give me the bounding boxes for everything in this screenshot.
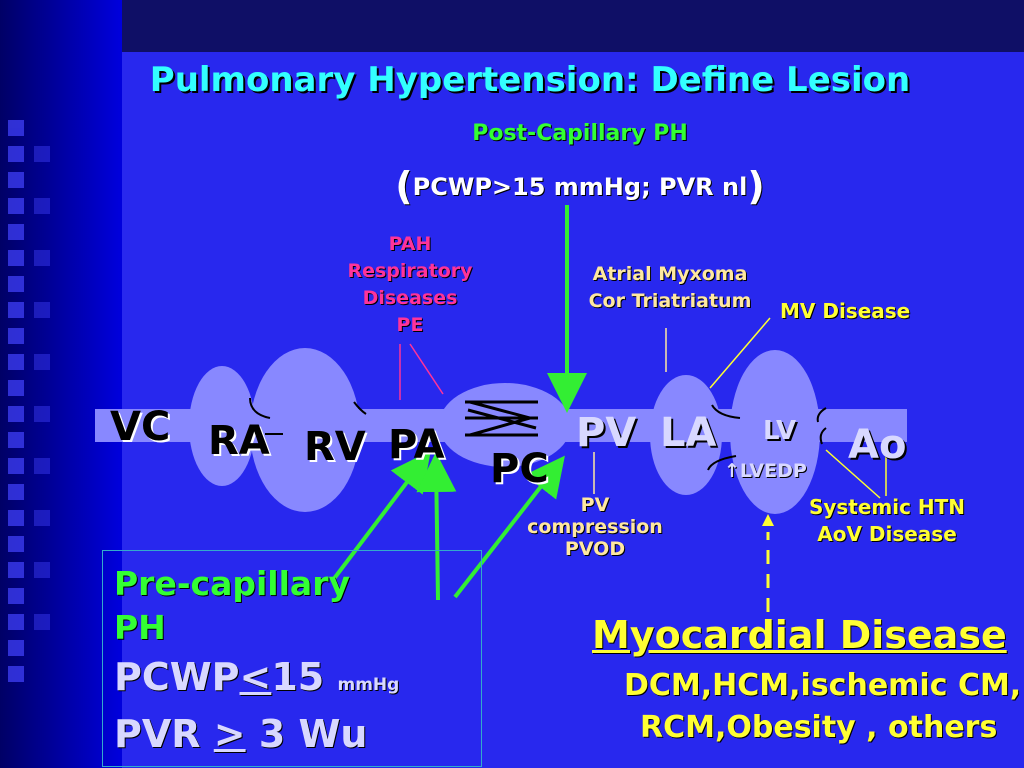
pc-mesh — [465, 400, 538, 437]
pre-capillary-title-line: Pre-capillary — [114, 564, 350, 603]
pa-label: PA — [388, 422, 445, 468]
myocardial-disease-title: Myocardial Disease — [592, 613, 1007, 657]
slide-title: Pulmonary Hypertension: Define Lesion — [149, 60, 911, 100]
pa-lesion-item: Respiratory — [347, 260, 473, 282]
la-lesion-list: Atrial Myxoma Cor Triatriatum — [560, 261, 780, 315]
lv-label: LV — [763, 416, 797, 446]
pv-lesion-list: PV compression PVOD — [505, 494, 685, 560]
lvedp-label: ↑LVEDP — [724, 460, 807, 482]
vc-label: VC — [110, 404, 171, 450]
pointer-lines — [399, 317, 887, 499]
la-chamber — [650, 375, 722, 495]
pvr-operator: > — [213, 712, 246, 756]
la-lesion-item: Atrial Myxoma — [592, 263, 748, 285]
pv-lesion-item: PVOD — [564, 538, 626, 560]
pa-lesion-item: PE — [396, 314, 424, 336]
pre-capillary-title-line: PH — [114, 608, 166, 647]
post-capillary-criteria: (PCWP>15 mmHg; PVR nl) — [330, 164, 830, 208]
close-paren: ) — [747, 164, 765, 208]
ao-lesion-list: Systemic HTN AoV Disease — [790, 494, 984, 548]
rv-label: RV — [304, 424, 366, 470]
pvr-value: 3 Wu — [258, 712, 368, 756]
green-arrows — [331, 205, 587, 601]
lvedp-dashed-arrow — [762, 514, 774, 612]
ra-label: RA — [208, 418, 270, 464]
ao-lesion-item: AoV Disease — [817, 522, 957, 546]
pv-lesion-item: compression — [527, 516, 663, 538]
post-capillary-heading: Post-Capillary PH — [472, 121, 688, 146]
myocardial-disease-line: RCM,Obesity , others — [640, 710, 998, 745]
pa-lesion-item: PAH — [388, 233, 432, 255]
pre-capillary-title: Pre-capillary PH — [114, 562, 350, 650]
open-paren: ( — [395, 164, 413, 208]
pc-label: PC — [490, 446, 549, 492]
post-capillary-formula: PCWP>15 mmHg; PVR nl — [412, 173, 748, 201]
pcwp-operator: < — [239, 655, 272, 699]
myocardial-disease-line: DCM,HCM,ischemic CM, — [624, 668, 1022, 703]
pvr-label: PVR — [114, 712, 201, 756]
ra-chamber — [189, 366, 255, 486]
pa-lesion-list: PAH Respiratory Diseases PE — [330, 231, 490, 339]
lv-chamber — [730, 350, 820, 514]
ao-label: Ao — [848, 422, 907, 468]
la-label: LA — [660, 410, 717, 456]
pre-capillary-pvr: PVR > 3 Wu — [114, 712, 367, 756]
valve-marks — [249, 397, 827, 471]
pv-label: PV — [576, 410, 637, 456]
ao-lesion-item: Systemic HTN — [808, 495, 966, 519]
mv-disease-label: MV Disease — [780, 299, 911, 323]
pre-capillary-pcwp: PCWP<15 mmHg — [114, 655, 399, 699]
pcwp-label: PCWP — [114, 655, 240, 699]
pre-capillary-box — [102, 550, 482, 767]
rv-chamber — [250, 348, 360, 512]
la-lesion-item: Cor Triatriatum — [588, 290, 752, 312]
pcwp-unit: mmHg — [337, 675, 400, 695]
pcwp-value: 15 — [271, 655, 325, 699]
pa-lesion-item: Diseases — [362, 287, 458, 309]
pv-lesion-item: PV — [580, 494, 610, 516]
